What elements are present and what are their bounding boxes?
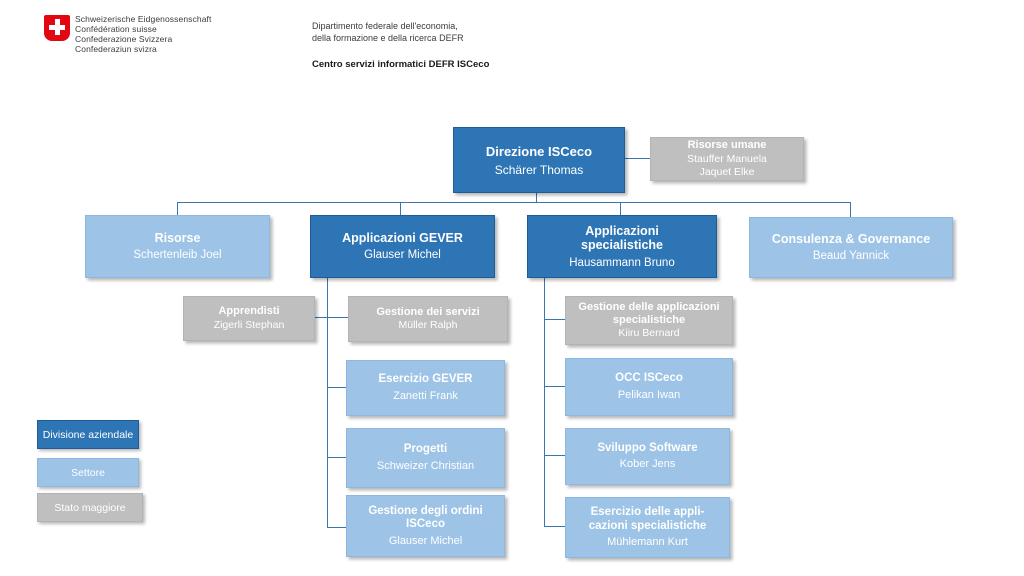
connector-drop-risorse [177, 202, 179, 215]
org-node-esercizio-applicazioni-specialistiche: Esercizio delle appli-cazioni specialist… [565, 497, 730, 558]
connector-root-drop [536, 192, 538, 203]
legend-stato-maggiore: Stato maggiore [37, 493, 143, 522]
org-node-gestione-applicazioni-specialistiche: Gestione delle applicazioni specialistic… [565, 296, 733, 345]
department-line-1: Dipartimento federale dell'economia, [312, 21, 458, 31]
org-node-gestione-dei-servizi: Gestione dei servizi Müller Ralph [348, 296, 508, 342]
node-person: Zigerli Stephan [213, 318, 285, 331]
org-node-occ-isceco: OCC ISCeco Pelikan Iwan [565, 358, 733, 416]
department-name: Dipartimento federale dell'economia, del… [312, 21, 464, 44]
node-person: Jaquet Elke [699, 166, 755, 178]
connector-stub-gestione-ordini [327, 527, 346, 529]
legend-divisione-aziendale: Divisione aziendale [37, 420, 139, 449]
org-node-applicazioni-gever: Applicazioni GEVER Glauser Michel [310, 215, 495, 278]
confederation-name-block: Schweizerische Eidgenossenschaft Confédé… [75, 14, 212, 55]
connector-drop-gever [400, 202, 402, 215]
node-person: Kiiru Bernard [618, 327, 680, 340]
node-title: Esercizio GEVER [378, 373, 473, 386]
confederation-line-it: Confederazione Svizzera [75, 33, 173, 44]
node-title: Gestione degli ordini ISCeco [368, 504, 483, 531]
connector-stub-gestione-app [544, 319, 565, 321]
swiss-cross-logo [44, 15, 70, 41]
connector-row2-bus [177, 202, 851, 204]
node-title: Consulenza & Governance [771, 231, 931, 246]
org-node-apprendisti: Apprendisti Zigerli Stephan [183, 296, 315, 341]
node-title: Applicazioni GEVER [342, 230, 463, 245]
node-title: Risorse [154, 230, 201, 245]
node-person: Beaud Yannick [812, 250, 890, 263]
node-person: Mühlemann Kurt [607, 536, 688, 548]
node-person: Schertenleib Joel [133, 249, 222, 262]
node-person: Glauser Michel [364, 249, 441, 262]
org-node-risorse: Risorse Schertenleib Joel [85, 215, 270, 278]
connector-drop-specialistiche [620, 202, 622, 215]
node-person: Zanetti Frank [393, 389, 458, 402]
node-title: Risorse umane [687, 139, 767, 151]
connector-stub-progetti [327, 457, 346, 459]
connector-drop-consulenza [850, 202, 852, 217]
node-title: Direzione ISCeco [485, 143, 593, 159]
org-node-gestione-degli-ordini: Gestione degli ordini ISCeco Glauser Mic… [346, 495, 505, 557]
department-line-2: della formazione e della ricerca DEFR [312, 32, 464, 43]
node-title: Progetti [403, 443, 448, 456]
connector-direzione-staff [625, 158, 650, 160]
connector-stub-esercizio-app [544, 526, 565, 528]
node-person: Pelikan Iwan [617, 388, 681, 401]
org-node-progetti: Progetti Schweizer Christian [346, 428, 505, 488]
confederation-line-de: Schweizerische Eidgenossenschaft [75, 14, 212, 24]
node-title: Apprendisti [218, 305, 280, 318]
org-node-esercizio-gever: Esercizio GEVER Zanetti Frank [346, 360, 505, 416]
connector-stub-occ [544, 386, 565, 388]
confederation-line-fr: Confédération suisse [75, 23, 157, 34]
connector-stub-sviluppo [544, 455, 565, 457]
connector-gever-spine [327, 278, 329, 528]
node-title: Gestione delle applicazioni specialistic… [578, 300, 720, 326]
org-node-risorse-umane: Risorse umane Stauffer Manuela Jaquet El… [650, 137, 804, 181]
connector-stub-esercizio-gever [327, 387, 346, 389]
page-title: Centro servizi informatici DEFR ISCeco [312, 59, 490, 70]
node-title: Gestione dei servizi [376, 305, 480, 318]
node-person: Stauffer Manuela [687, 152, 767, 165]
org-node-sviluppo-software: Sviluppo Software Kober Jens [565, 428, 730, 485]
node-title: Applicazioni specialistiche [581, 223, 663, 253]
node-title: OCC ISCeco [615, 372, 683, 385]
node-title: Esercizio delle appli-cazioni specialist… [588, 506, 707, 532]
connector-spec-spine [544, 278, 546, 527]
org-node-applicazioni-specialistiche: Applicazioni specialistiche Hausammann B… [527, 215, 717, 278]
org-node-direzione-isceco: Direzione ISCeco Schärer Thomas [453, 127, 625, 193]
node-person: Müller Ralph [398, 319, 458, 332]
confederation-line-rm: Confederaziun svizra [75, 43, 157, 54]
org-node-consulenza-governance: Consulenza & Governance Beaud Yannick [749, 217, 953, 278]
node-person: Schärer Thomas [494, 162, 584, 177]
node-person: Kober Jens [619, 458, 676, 471]
node-person: Glauser Michel [388, 534, 463, 547]
node-title: Sviluppo Software [597, 441, 698, 454]
node-person: Schweizer Christian [376, 459, 475, 472]
connector-stub-apprendisti-servizi [315, 317, 348, 319]
node-person: Hausammann Bruno [569, 256, 675, 269]
legend-settore: Settore [37, 458, 139, 487]
